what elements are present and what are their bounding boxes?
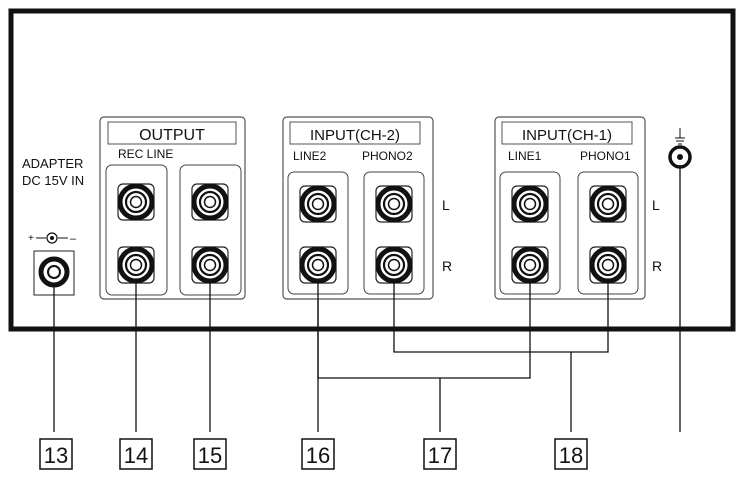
- leader-lines: [53, 167, 681, 432]
- line1-l-jack[interactable]: [512, 186, 548, 222]
- phono1-label: PHONO1: [580, 149, 631, 163]
- phono2-l-jack[interactable]: [376, 186, 412, 222]
- svg-text:14: 14: [124, 443, 148, 468]
- line1-label: LINE1: [508, 149, 542, 163]
- ch1-right-label: R: [652, 258, 662, 274]
- callout-13: 13: [39, 438, 73, 470]
- phono2-label: PHONO2: [362, 149, 413, 163]
- phono1-l-jack[interactable]: [590, 186, 626, 222]
- line-out-l-jack[interactable]: [192, 184, 228, 220]
- ch2-left-label: L: [442, 197, 450, 213]
- phono2-r-jack[interactable]: [376, 247, 412, 283]
- input-ch2-group: INPUT(CH-2) LINE2 PHONO2: [282, 116, 434, 300]
- callout-15: 15: [193, 438, 227, 470]
- line2-l-jack[interactable]: [300, 186, 336, 222]
- input-ch1-title: INPUT(CH-1): [522, 127, 612, 144]
- svg-text:18: 18: [559, 443, 583, 468]
- line-out-r-jack[interactable]: [192, 247, 228, 283]
- line2-r-jack[interactable]: [300, 247, 336, 283]
- output-rec-line-label: REC LINE: [118, 147, 173, 161]
- svg-text:–: –: [70, 233, 77, 245]
- adapter-voltage-label: DC 15V IN: [22, 173, 84, 188]
- ch1-left-label: L: [652, 197, 660, 213]
- phono1-r-jack[interactable]: [590, 247, 626, 283]
- line2-label: LINE2: [293, 149, 327, 163]
- input-ch2-title: INPUT(CH-2): [310, 127, 400, 144]
- output-title: OUTPUT: [139, 127, 205, 144]
- svg-text:17: 17: [428, 443, 452, 468]
- rec-out-l-jack[interactable]: [118, 184, 154, 220]
- output-group: OUTPUT REC LINE: [99, 116, 246, 300]
- rec-out-r-jack[interactable]: [118, 247, 154, 283]
- callout-16: 16: [301, 438, 335, 470]
- line1-r-jack[interactable]: [512, 247, 548, 283]
- input-ch1-group: INPUT(CH-1) LINE1 PHONO1: [494, 116, 646, 300]
- adapter-label: ADAPTER: [22, 156, 83, 171]
- svg-text:15: 15: [198, 443, 222, 468]
- callout-14: 14: [119, 438, 153, 470]
- ch2-right-label: R: [442, 258, 452, 274]
- dc-polarity-icon: + –: [28, 232, 77, 245]
- svg-text:+: +: [28, 233, 34, 244]
- svg-text:16: 16: [306, 443, 330, 468]
- svg-text:13: 13: [44, 443, 68, 468]
- callout-17: 17: [423, 438, 457, 470]
- callout-18: 18: [554, 438, 588, 470]
